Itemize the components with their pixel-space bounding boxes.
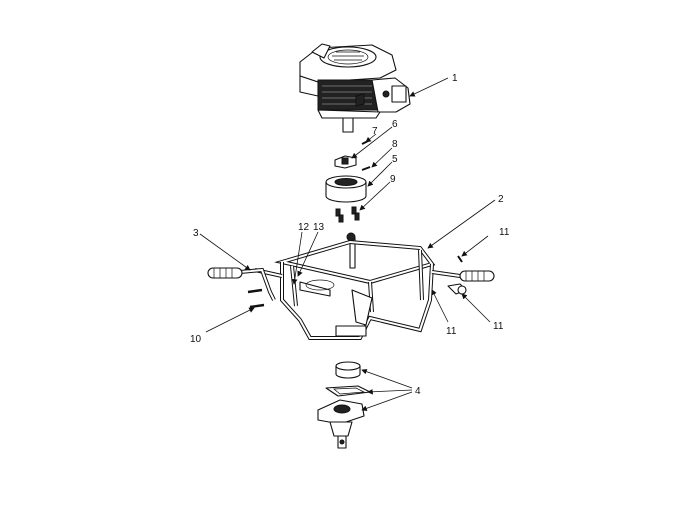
- pins-11: [447, 255, 467, 295]
- auger-frame: [254, 232, 461, 340]
- callout-5: 5: [392, 154, 398, 165]
- coupler-5: [325, 175, 367, 203]
- callout-2: 2: [498, 194, 504, 205]
- callout-9: 9: [390, 174, 396, 185]
- callout-7: 7: [372, 126, 378, 137]
- callout-6: 6: [392, 119, 398, 130]
- callout-11-top: 11: [499, 227, 510, 238]
- callout-12: 12: [298, 222, 310, 233]
- pins-10: [247, 288, 265, 309]
- bolts-9: [335, 206, 360, 223]
- right-grip: [459, 270, 495, 282]
- leader-lines: [199, 77, 496, 412]
- callout-3: 3: [193, 228, 199, 239]
- callout-13: 13: [313, 222, 325, 233]
- callout-10: 10: [190, 334, 202, 345]
- handle-3: [207, 267, 276, 301]
- callout-8: 8: [392, 139, 398, 150]
- callout-11-mid: 11: [446, 326, 457, 337]
- key-6: [334, 155, 357, 169]
- gearbox-4: [317, 361, 371, 449]
- engine: [299, 43, 411, 133]
- callout-11-right: 11: [493, 321, 504, 332]
- callout-1: 1: [452, 73, 458, 84]
- bolt-8: [361, 166, 371, 171]
- callout-4: 4: [415, 386, 421, 397]
